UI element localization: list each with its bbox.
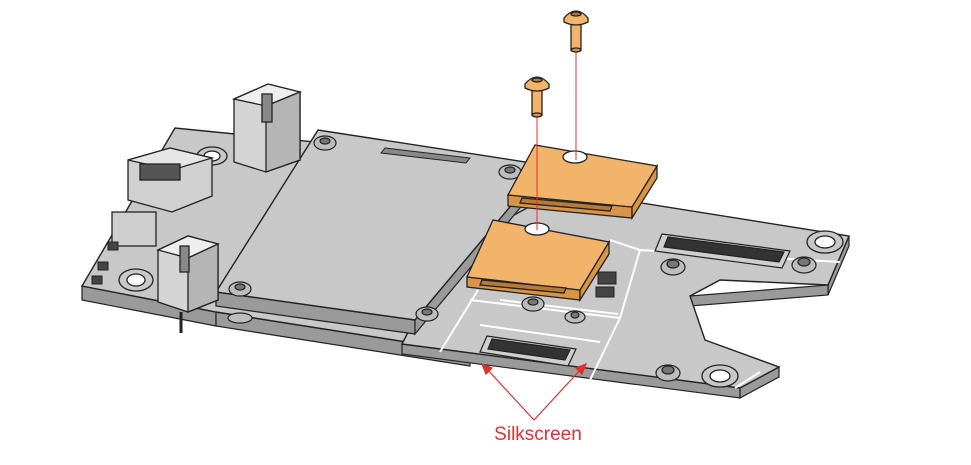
- smd-components: [91, 241, 617, 298]
- mounting-hole-icon: [118, 146, 844, 388]
- screw-axis-line: [536, 50, 577, 230]
- silkscreen-label: Silkscreen: [494, 424, 582, 445]
- connector-icon: [479, 335, 577, 367]
- heatsink-icon: [506, 144, 659, 221]
- jst-header-icon: [156, 235, 220, 333]
- jst-header-icon: [231, 83, 303, 173]
- silkscreen-outline: [439, 239, 841, 389]
- usb-port-icon: [111, 147, 215, 247]
- screw-icon: [563, 10, 589, 53]
- connector-icon: [654, 233, 791, 269]
- standoff-icon: [227, 135, 817, 382]
- screw-icon: [524, 76, 550, 118]
- silkscreen-callout-arrows: [480, 362, 588, 421]
